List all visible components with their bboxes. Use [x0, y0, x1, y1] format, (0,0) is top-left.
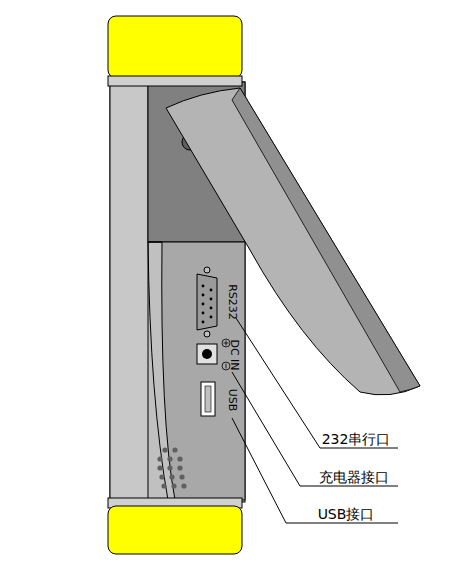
grille-hole [179, 474, 184, 479]
port-label: USB [227, 389, 238, 412]
callout-label: 充电器接口 [317, 470, 391, 484]
bottom-cap [108, 506, 242, 554]
grille-hole [171, 483, 176, 488]
grille-hole [167, 465, 172, 470]
db9-screw [204, 267, 210, 273]
db9-connector [197, 274, 217, 330]
callout-label: 232串行口 [320, 432, 393, 446]
side-strip [110, 82, 148, 502]
leader-line [236, 318, 398, 448]
port-label: RS232 [227, 284, 238, 320]
leader-lines [232, 318, 398, 523]
db9-screw [204, 331, 210, 337]
grille-hole [169, 474, 174, 479]
grille-hole [181, 483, 186, 488]
stand-lid [166, 88, 420, 395]
callout-label: USB接口 [316, 507, 377, 521]
port-label: DC IN [229, 339, 240, 370]
grille-hole [159, 474, 164, 479]
minus-sign [226, 364, 227, 369]
panel-curve [148, 242, 168, 500]
grille-hole [157, 456, 162, 461]
dc-jack [197, 344, 217, 364]
grille-hole [162, 447, 167, 452]
lid-edge [232, 88, 420, 392]
connector-panel [148, 242, 245, 500]
top-cap [108, 16, 242, 78]
grille-hole [161, 483, 166, 488]
speaker-grille [157, 447, 186, 488]
grille-hole [177, 456, 182, 461]
grille-hole [177, 465, 182, 470]
grille-hole [172, 447, 177, 452]
dc-jack-hole [202, 349, 212, 359]
db9-pins [202, 285, 213, 324]
cap-collar [108, 76, 242, 86]
grille-hole [157, 465, 162, 470]
leader-line [232, 418, 398, 523]
leader-line [232, 372, 398, 486]
usb-port [201, 382, 215, 416]
grille-hole [167, 456, 172, 461]
usb-tongue [205, 386, 211, 412]
